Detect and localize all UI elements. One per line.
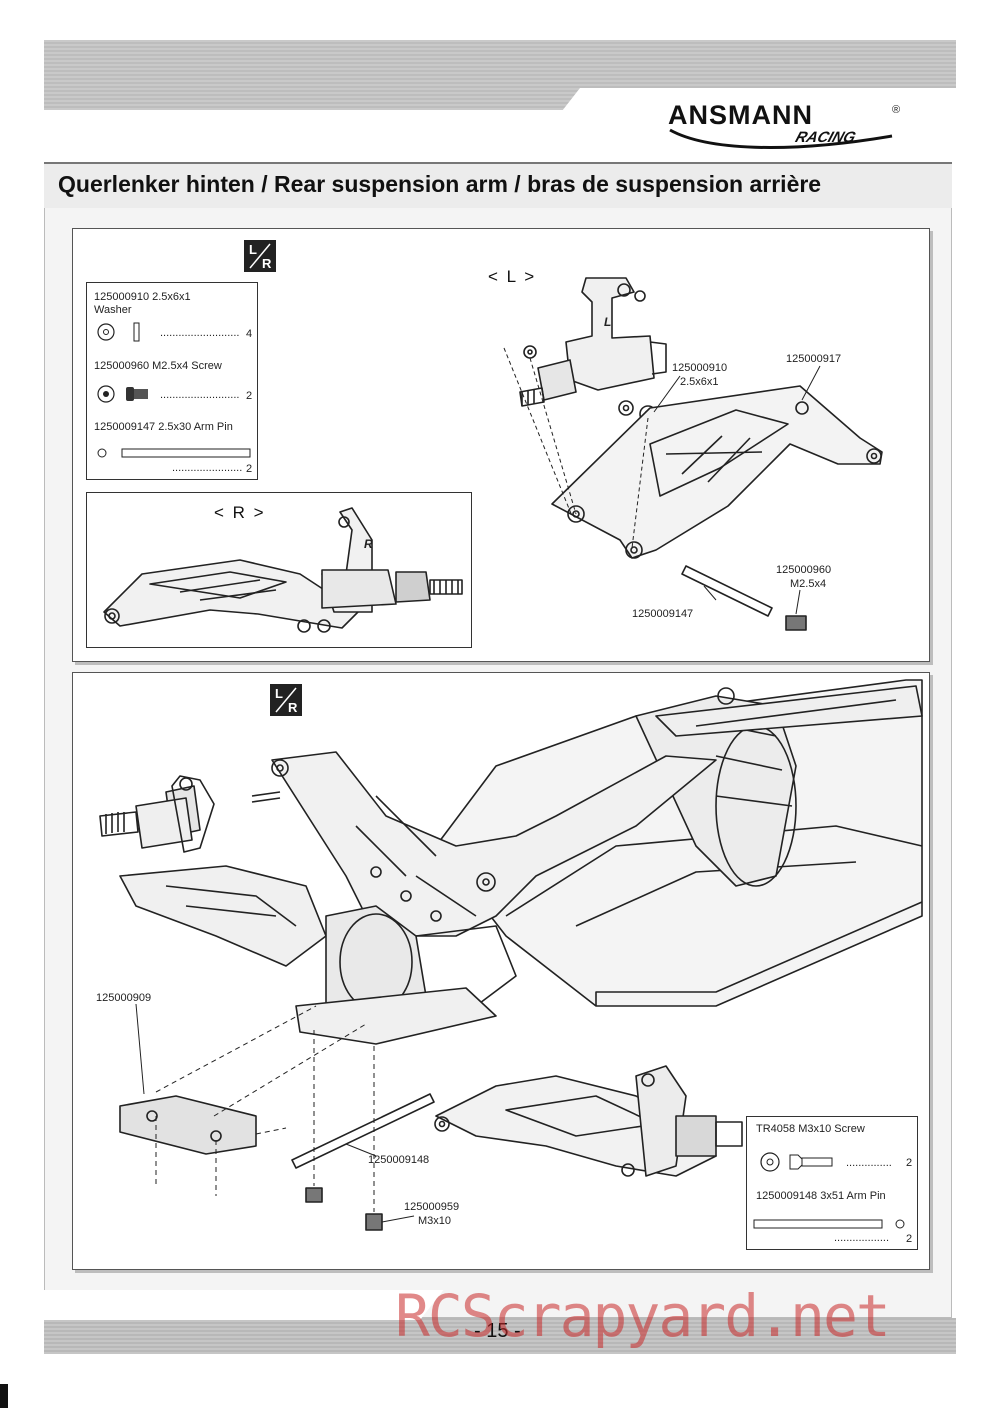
washer-icon bbox=[97, 322, 140, 342]
part-armpin-148-qty: 2 bbox=[906, 1233, 913, 1245]
badge-letter-l: L bbox=[275, 686, 283, 701]
washer-callout-code: 125000910 bbox=[672, 362, 728, 374]
left-arm-exploded-drawing: L bbox=[503, 277, 883, 631]
part-pin-dots: ....................... bbox=[172, 462, 243, 474]
arm-pin-icon bbox=[97, 448, 251, 458]
part-pin-name: 1250009147 2.5x30 Arm Pin bbox=[94, 421, 233, 433]
part-pin-qty: 2 bbox=[246, 463, 253, 475]
pin-callout-code: 1250009147 bbox=[632, 608, 694, 620]
screw-959-callout-code: 125000959 bbox=[404, 1201, 460, 1213]
left-right-badge-step2: L R bbox=[270, 684, 302, 716]
screw-callout-size: M2.5x4 bbox=[790, 578, 827, 590]
watermark: RCScrapyard.net bbox=[395, 1282, 891, 1350]
left-right-badge: L R bbox=[244, 240, 276, 272]
part-screw-name: 125000960 M2.5x4 Screw bbox=[94, 360, 222, 372]
title-panel bbox=[44, 162, 952, 211]
brand-registered-mark: ® bbox=[892, 104, 901, 116]
footer-band-cutout bbox=[0, 1290, 444, 1320]
pin-148-callout-code: 1250009148 bbox=[368, 1154, 430, 1166]
footer-band bbox=[44, 1318, 956, 1354]
badge-slash-icon bbox=[249, 243, 271, 269]
left-side-label: < L > bbox=[488, 267, 537, 286]
part-tr4058-dots: ............... bbox=[846, 1157, 892, 1169]
screw-callout-code: 125000960 bbox=[776, 564, 832, 576]
badge-slash-icon bbox=[275, 687, 297, 713]
part-armpin-148-name: 1250009148 3x51 Arm Pin bbox=[756, 1190, 886, 1202]
logo-swoosh-icon bbox=[669, 128, 893, 149]
part-screw-qty: 2 bbox=[246, 390, 253, 402]
arm-pin-51-icon bbox=[753, 1219, 905, 1229]
scan-edge-mark bbox=[0, 1384, 8, 1408]
badge-letter-r: R bbox=[262, 256, 272, 271]
right-arm-drawing: R bbox=[103, 507, 463, 633]
brand-subtitle: RACING bbox=[793, 129, 858, 146]
washer-callout-size: 2.5x6x1 bbox=[680, 376, 719, 388]
chassis-assembly-drawing bbox=[99, 679, 923, 1231]
svg-text:L: L bbox=[604, 315, 611, 329]
part-tr4058-name: TR4058 M3x10 Screw bbox=[756, 1123, 865, 1135]
part-washer-desc: Washer bbox=[94, 304, 132, 316]
badge-letter-r: R bbox=[288, 700, 298, 715]
badge-letter-l: L bbox=[249, 242, 257, 257]
arm-callout-code: 125000917 bbox=[786, 353, 842, 365]
part-screw-dots: .......................... bbox=[160, 389, 240, 401]
screw-icon bbox=[97, 385, 148, 403]
brand-logo: ANSMANN bbox=[668, 100, 813, 130]
m3x10-screw-icon bbox=[760, 1152, 833, 1172]
part-tr4058-qty: 2 bbox=[906, 1157, 913, 1169]
part-washer-name: 125000910 2.5x6x1 bbox=[94, 291, 191, 303]
screw-959-callout-size: M3x10 bbox=[418, 1215, 452, 1227]
step1-parts-box bbox=[86, 282, 258, 480]
right-side-label: < R > bbox=[214, 503, 266, 522]
page-number: - 15 - bbox=[474, 1320, 521, 1342]
part-armpin-148-dots: .................. bbox=[834, 1232, 890, 1244]
block-callout-code: 125000909 bbox=[96, 992, 152, 1004]
part-washer-qty: 4 bbox=[246, 328, 253, 340]
svg-text:R: R bbox=[364, 537, 373, 551]
part-washer-dots: .......................... bbox=[160, 327, 240, 339]
page-title: Querlenker hinten / Rear suspension arm … bbox=[58, 171, 822, 197]
